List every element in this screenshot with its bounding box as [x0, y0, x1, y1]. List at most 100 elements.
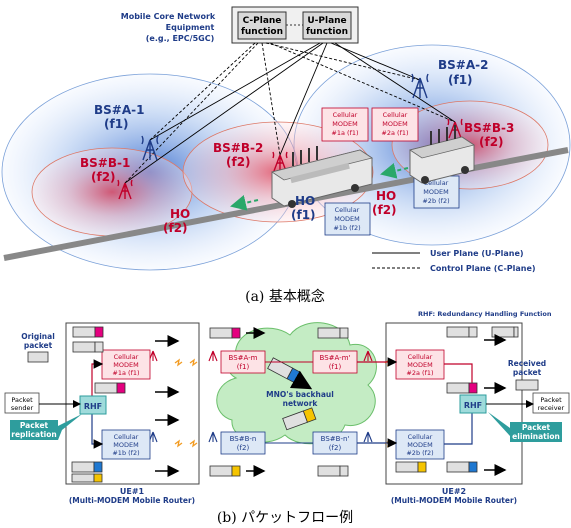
bs-a1-freq: (f1)	[104, 117, 129, 131]
svg-text:Packet: Packet	[540, 396, 562, 404]
modem-box-1a: Cellular MODEM #1a (f1)	[321, 107, 369, 142]
received-packet-label-2: packet	[513, 368, 542, 377]
packet-in-transit	[267, 357, 313, 390]
svg-text:BS#B-n: BS#B-n	[230, 435, 257, 443]
rhf-note: RHF: Redundancy Handling Function	[418, 310, 552, 318]
rhf-box-ue2: RHF	[459, 394, 487, 414]
packet-in-transit	[282, 407, 317, 431]
bs-links	[265, 361, 313, 444]
packet-replication-callout: Packet replication	[10, 414, 82, 440]
ue1-label: UE#1	[120, 487, 145, 496]
bs-b2-freq: (f2)	[226, 155, 251, 169]
tower-icon	[141, 135, 159, 161]
svg-text:(f1): (f1)	[237, 363, 250, 371]
bs-am2-box: BS#A-m' (f1)	[312, 350, 358, 374]
bs-b3-label: BS#B-3	[464, 121, 514, 135]
bs-b3-freq: (f2)	[479, 135, 504, 149]
original-packet	[27, 351, 49, 363]
ue1-sublabel: (Multi-MODEM Mobile Router)	[69, 496, 195, 505]
packet-sender-box: Packet sender	[4, 392, 40, 414]
svg-text:sender: sender	[11, 404, 34, 412]
packet-queue-ue2-f2	[395, 461, 507, 476]
svg-text:MODEM: MODEM	[113, 441, 138, 449]
packet-in-flight	[209, 327, 349, 477]
svg-text:#2b (f2): #2b (f2)	[406, 449, 433, 457]
u-plane-links	[124, 42, 456, 184]
svg-text:BS#A-m: BS#A-m	[229, 354, 258, 362]
svg-text:receiver: receiver	[538, 404, 565, 412]
svg-text:Packet: Packet	[20, 421, 49, 430]
svg-text:#2a (f1): #2a (f1)	[381, 129, 408, 137]
bs-a2-label: BS#A-2	[438, 58, 488, 72]
ho-freq: (f2)	[163, 221, 188, 235]
bs-am-box: BS#A-m (f1)	[220, 350, 266, 374]
path-f2	[91, 412, 473, 449]
bs-bn2-box: BS#B-n' (f2)	[312, 431, 358, 455]
svg-text:replication: replication	[11, 430, 56, 439]
modem-box-2a: Cellular MODEM #2a (f1)	[371, 107, 419, 142]
ho-label: HO	[376, 189, 396, 203]
bs-b1-freq: (f2)	[91, 170, 116, 184]
svg-text:Packet: Packet	[11, 396, 33, 404]
vehicle-icon	[409, 125, 475, 184]
packet-queue-ue1-f1	[72, 326, 180, 398]
ue2-sublabel: (Multi-MODEM Mobile Router)	[391, 496, 517, 505]
svg-text:MODEM: MODEM	[407, 441, 432, 449]
c-plane-label-2: function	[241, 27, 283, 37]
svg-text:#1b (f2): #1b (f2)	[112, 449, 139, 457]
tower-icon	[411, 73, 429, 99]
bs-a1-label: BS#A-1	[94, 103, 144, 117]
svg-text:#2b (f2): #2b (f2)	[422, 197, 449, 205]
svg-text:elimination: elimination	[512, 432, 560, 441]
u-plane-label-2: function	[306, 27, 348, 37]
svg-text:Cellular: Cellular	[408, 353, 433, 361]
core-title-3: (e.g., EPC/5GC)	[146, 34, 215, 43]
packet-queue-ue1-f2	[71, 382, 180, 483]
bs-b2-label: BS#B-2	[213, 141, 263, 155]
bs-bn-box: BS#B-n (f2)	[220, 431, 266, 455]
svg-text:Cellular: Cellular	[424, 179, 449, 187]
svg-text:Cellular: Cellular	[114, 433, 139, 441]
svg-text:RHF: RHF	[464, 401, 482, 410]
svg-text:MODEM: MODEM	[113, 361, 138, 369]
svg-text:(f1): (f1)	[329, 363, 342, 371]
legend-control-label: Control Plane (C-Plane)	[430, 264, 536, 273]
svg-text:#2a (f1): #2a (f1)	[406, 369, 433, 377]
svg-text:MODEM: MODEM	[407, 361, 432, 369]
core-title-2: Equipment	[166, 23, 215, 32]
packet-receiver-box: Packet receiver	[532, 392, 570, 414]
received-packet	[515, 379, 539, 391]
ue2-label: UE#2	[442, 487, 466, 496]
tower-icon	[447, 118, 463, 139]
svg-text:RHF: RHF	[84, 402, 102, 411]
motion-arrow	[380, 163, 409, 179]
cloud-label-2: network	[283, 399, 319, 408]
svg-text:Packet: Packet	[522, 423, 551, 432]
svg-text:(f2): (f2)	[329, 444, 342, 452]
svg-text:Cellular: Cellular	[335, 206, 360, 214]
motion-arrow	[230, 195, 259, 211]
svg-text:#1b (f2): #1b (f2)	[333, 224, 360, 232]
svg-text:Cellular: Cellular	[383, 111, 408, 119]
original-packet-label-1: Original	[21, 332, 55, 341]
caption-a: (a) 基本概念	[245, 288, 325, 305]
svg-text:#1a (f1): #1a (f1)	[331, 129, 358, 137]
ho-freq: (f2)	[372, 203, 397, 217]
svg-text:MODEM: MODEM	[334, 215, 359, 223]
modem-box-1b: Cellular MODEM #1b (f2)	[324, 202, 371, 236]
svg-text:MODEM: MODEM	[332, 120, 357, 128]
tower-icon	[117, 179, 133, 200]
ho-label: HO	[170, 207, 190, 221]
c-plane-box	[237, 11, 287, 40]
cloud-label-1: MNO's backhaul	[266, 390, 334, 399]
legend-user-label: User Plane (U-Plane)	[430, 249, 524, 258]
svg-text:(f2): (f2)	[237, 444, 250, 452]
modem-box-2a: Cellular MODEM #2a (f1)	[395, 349, 445, 380]
c-plane-label-1: C-Plane	[243, 16, 282, 26]
packet-elimination-callout: Packet elimination	[488, 412, 562, 442]
tower-icon	[272, 151, 288, 172]
bs-b1-label: BS#B-1	[80, 156, 130, 170]
original-packet-label-2: packet	[24, 341, 53, 350]
caption-b: (b) パケットフロー例	[217, 510, 353, 526]
